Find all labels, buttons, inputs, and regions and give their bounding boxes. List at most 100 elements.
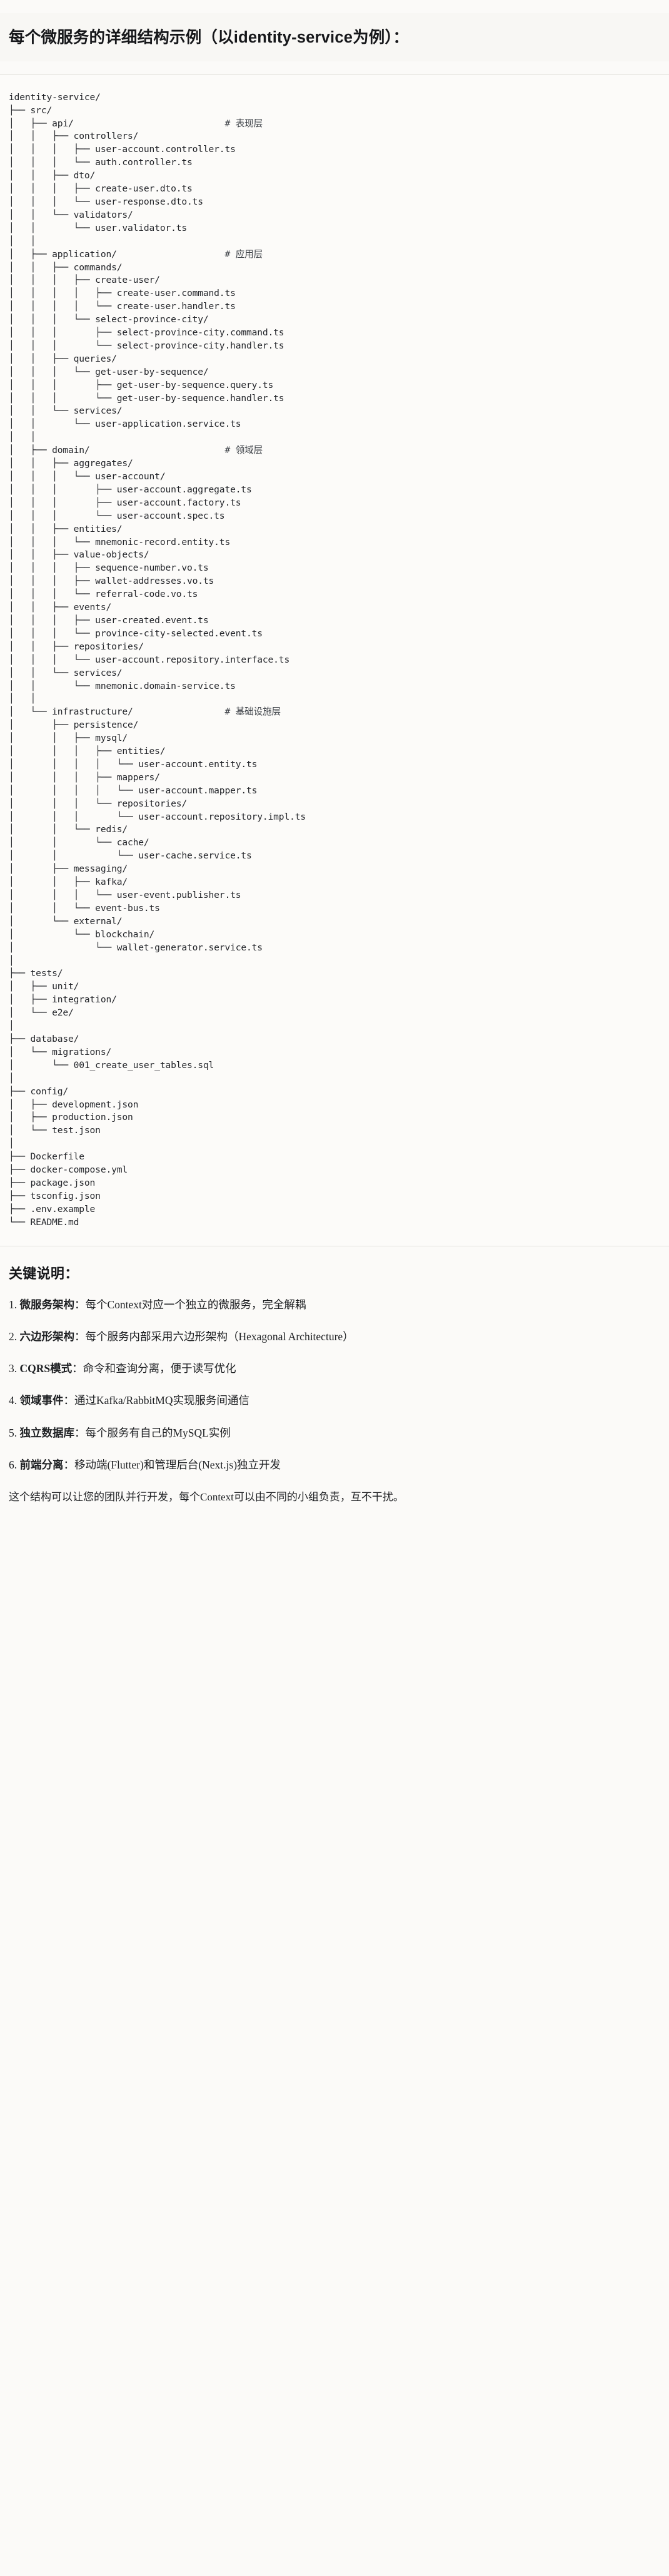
tree-line-path: │ ├── development.json: [9, 1099, 139, 1110]
tree-line: │ │ └── services/: [9, 405, 658, 418]
tree-line-path: │ └── migrations/: [9, 1046, 112, 1057]
tree-line: │ │ │ └── auth.controller.ts: [9, 156, 658, 170]
tree-line: │: [9, 1138, 658, 1151]
tree-line-path: │ │ │ └── province-city-selected.event.t…: [9, 628, 263, 639]
tree-line-path: │ │ │ └── get-user-by-sequence.handler.t…: [9, 392, 284, 404]
tree-line: │ │ │ │ └── user-account.entity.ts: [9, 758, 658, 771]
tree-line: │ ├── unit/: [9, 980, 658, 994]
tree-line-path: │ │ │ └── repositories/: [9, 798, 187, 809]
tree-line-path: │ │ │ └── user-account.repository.impl.t…: [9, 811, 306, 822]
tree-line-path: │ │ │ │ └── user-account.mapper.ts: [9, 785, 258, 796]
tree-line-path: │ ├── messaging/: [9, 863, 128, 875]
tree-line-path: │ │ ├── queries/: [9, 353, 117, 364]
key-note-number: 5.: [9, 1426, 20, 1439]
tree-line-path: │ └── test.json: [9, 1125, 101, 1136]
tree-line: │ ├── application/ # 应用层: [9, 248, 658, 262]
key-notes-title: 关键说明：: [9, 1265, 79, 1281]
tree-line-path: │ │ │ ├── user-account.aggregate.ts: [9, 484, 252, 495]
key-note-number: 3.: [9, 1362, 20, 1375]
tree-line-path: │ │ └── user.validator.ts: [9, 222, 187, 233]
tree-line-path: ├── config/: [9, 1086, 68, 1097]
tree-line-path: │ │ └── mnemonic.domain-service.ts: [9, 680, 236, 691]
key-note-number: 1.: [9, 1298, 20, 1311]
key-note-number: 2.: [9, 1330, 20, 1343]
tree-line-path: │ │ │ ├── user-account.controller.ts: [9, 144, 236, 155]
page-title: 每个微服务的详细结构示例（以identity-service为例）：: [0, 13, 669, 61]
closing-paragraph: 这个结构可以让您的团队并行开发，每个Context可以由不同的小组负责，互不干扰…: [9, 1491, 404, 1504]
tree-line: │ │ ├── queries/: [9, 353, 658, 366]
tree-line-path: │ │ │ │ ├── create-user.command.ts: [9, 288, 236, 299]
tree-line: │ ├── api/ # 表现层: [9, 118, 658, 131]
tree-line: │ │ ├── controllers/: [9, 130, 658, 143]
tree-line: │ │ └── event-bus.ts: [9, 902, 658, 915]
tree-line: │ ├── domain/ # 领域层: [9, 444, 658, 457]
tree-line-path: ├── docker-compose.yml: [9, 1164, 128, 1176]
tree-line-path: │ │ └── user-cache.service.ts: [9, 850, 252, 862]
key-note-number: 4.: [9, 1394, 20, 1407]
tree-line: │ │ │ │ └── user-account.mapper.ts: [9, 785, 658, 798]
tree-line-comment: # 应用层: [224, 248, 263, 260]
tree-line: │ └── wallet-generator.service.ts: [9, 942, 658, 955]
tree-line: │ │ │ └── mnemonic-record.entity.ts: [9, 536, 658, 549]
key-note-number: 6.: [9, 1458, 20, 1471]
tree-line: │ │ ├── mysql/: [9, 732, 658, 745]
tree-line: │ │ │ ├── get-user-by-sequence.query.ts: [9, 379, 658, 392]
tree-line: │ │ ├── repositories/: [9, 641, 658, 654]
tree-line-path: │ │ │ │ └── user-account.entity.ts: [9, 758, 258, 770]
tree-line: │ │ └── services/: [9, 667, 658, 680]
tree-line-path: │ │ └── redis/: [9, 824, 128, 835]
tree-line: │ ├── integration/: [9, 994, 658, 1007]
tree-line-path: │ │ │ └── get-user-by-sequence/: [9, 366, 209, 377]
tree-line: │ │ │ ├── sequence-number.vo.ts: [9, 562, 658, 575]
tree-line: │ │ ├── kafka/: [9, 876, 658, 889]
tree-line-path: ├── package.json: [9, 1177, 96, 1188]
tree-line: │ │ └── user-cache.service.ts: [9, 850, 658, 863]
tree-line: │ │ │ └── user-account.repository.interf…: [9, 654, 658, 667]
key-note-item: 3. CQRS模式：命令和查询分离，便于读写优化: [9, 1360, 656, 1377]
tree-line-path: │ │ ├── commands/: [9, 262, 123, 273]
tree-line: │ │ │ ├── entities/: [9, 745, 658, 758]
key-note-description: ：命令和查询分离，便于读写优化: [72, 1362, 236, 1375]
tree-line: │ │ └── cache/: [9, 837, 658, 850]
tree-line-path: │ │ └── services/: [9, 405, 123, 417]
key-note-term: 前端分离: [19, 1458, 64, 1471]
tree-line: ├── config/: [9, 1086, 658, 1099]
tree-line-path: │ │: [9, 693, 36, 705]
tree-line: │ │ │ └── select-province-city/: [9, 313, 658, 327]
tree-line: │ └── infrastructure/ # 基础设施层: [9, 706, 658, 719]
key-note-item: 6. 前端分离：移动端(Flutter)和管理后台(Next.js)独立开发: [9, 1457, 656, 1473]
tree-line-path: │ └── infrastructure/: [9, 706, 133, 718]
tree-line-path: │ │ │ └── mnemonic-record.entity.ts: [9, 536, 231, 547]
key-note-description: ：每个Context对应一个独立的微服务，完全解耦: [74, 1298, 306, 1311]
tree-line-path: │ │ │ │ └── create-user.handler.ts: [9, 301, 236, 312]
tree-line-path: │ │ ├── repositories/: [9, 641, 144, 652]
tree-line-path: ├── Dockerfile: [9, 1151, 84, 1163]
tree-line-path: │ │ │ └── user-account.spec.ts: [9, 510, 225, 521]
heading-divider: [0, 74, 669, 75]
tree-line: ├── package.json: [9, 1177, 658, 1190]
tree-line-spacer: [117, 249, 225, 260]
tree-line-path: │ │ ├── dto/: [9, 170, 96, 181]
tree-line-path: │ ├── production.json: [9, 1112, 133, 1123]
tree-line: │ │ │ ├── user-created.event.ts: [9, 614, 658, 628]
tree-line-path: │ │ └── user-application.service.ts: [9, 419, 241, 430]
tree-line-path: │ ├── api/: [9, 118, 74, 129]
tree-line-path: │ │ │ ├── user-created.event.ts: [9, 614, 209, 626]
tree-line: │: [9, 1072, 658, 1086]
tree-line-path: │ └── 001_create_user_tables.sql: [9, 1059, 214, 1071]
tree-line: │ │ └── user.validator.ts: [9, 222, 658, 235]
tree-line-comment: # 表现层: [224, 118, 263, 129]
tree-line-path: │ │ ├── kafka/: [9, 877, 128, 888]
tree-line-path: ├── .env.example: [9, 1203, 96, 1214]
tree-line-path: │ │ │ └── user-response.dto.ts: [9, 196, 203, 207]
tree-line: │ │ ├── events/: [9, 601, 658, 614]
tree-line: ├── tsconfig.json: [9, 1190, 658, 1203]
tree-line-path: │ │ │ └── select-province-city.handler.t…: [9, 340, 284, 351]
tree-line-path: ├── tsconfig.json: [9, 1190, 101, 1201]
tree-line-path: │ │ │ └── user-account/: [9, 471, 166, 482]
tree-line: │ │ └── validators/: [9, 209, 658, 222]
tree-line-path: │ └── wallet-generator.service.ts: [9, 942, 263, 953]
tree-line-path: │ │ │ ├── entities/: [9, 746, 166, 757]
